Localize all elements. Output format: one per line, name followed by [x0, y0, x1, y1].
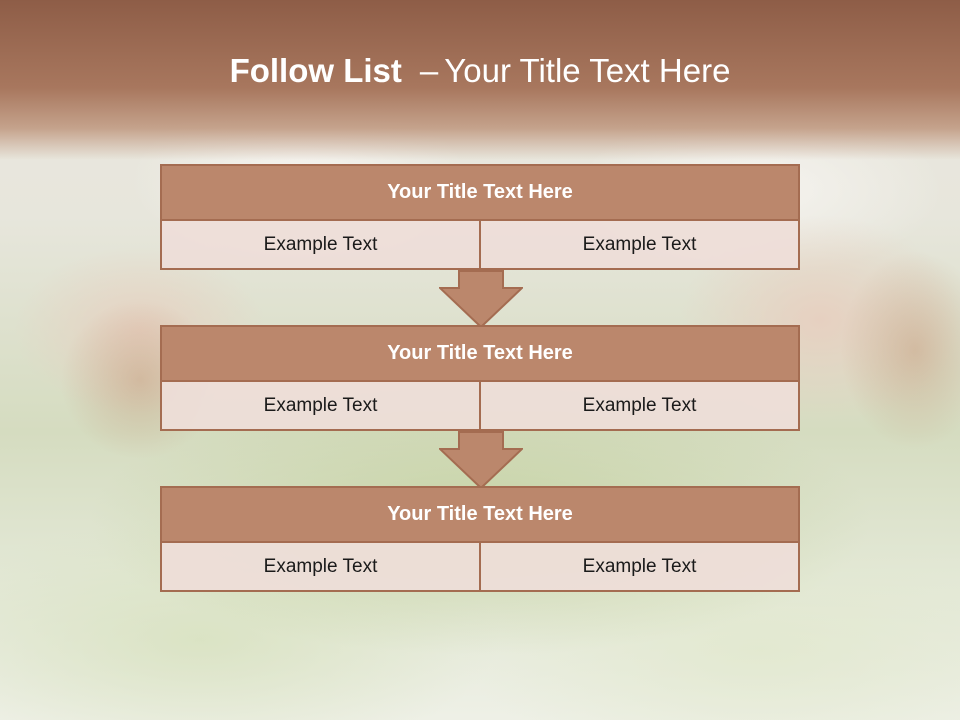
block-cell-left: Example Text [160, 221, 481, 270]
arrow-down-icon [439, 431, 523, 489]
block-cell-right: Example Text [481, 221, 800, 270]
list-block-3: Your Title Text Here Example Text Exampl… [160, 486, 800, 592]
block-row: Example Text Example Text [160, 543, 800, 592]
block-title: Your Title Text Here [160, 486, 800, 543]
list-block-1: Your Title Text Here Example Text Exampl… [160, 164, 800, 270]
block-row: Example Text Example Text [160, 221, 800, 270]
block-row: Example Text Example Text [160, 382, 800, 431]
slide-title-bold: Follow List [229, 52, 402, 89]
block-cell-right: Example Text [481, 382, 800, 431]
background-blur-right [840, 250, 960, 450]
block-cell-left: Example Text [160, 543, 481, 592]
block-title: Your Title Text Here [160, 164, 800, 221]
block-cell-left: Example Text [160, 382, 481, 431]
arrow-down-icon [439, 270, 523, 328]
block-title: Your Title Text Here [160, 325, 800, 382]
block-cell-right: Example Text [481, 543, 800, 592]
list-block-2: Your Title Text Here Example Text Exampl… [160, 325, 800, 431]
header-band [0, 0, 960, 160]
slide-title-dash: – [419, 52, 439, 89]
slide-title-rest: Your Title Text Here [444, 52, 731, 89]
slide-title: Follow List–Your Title Text Here [0, 52, 960, 90]
